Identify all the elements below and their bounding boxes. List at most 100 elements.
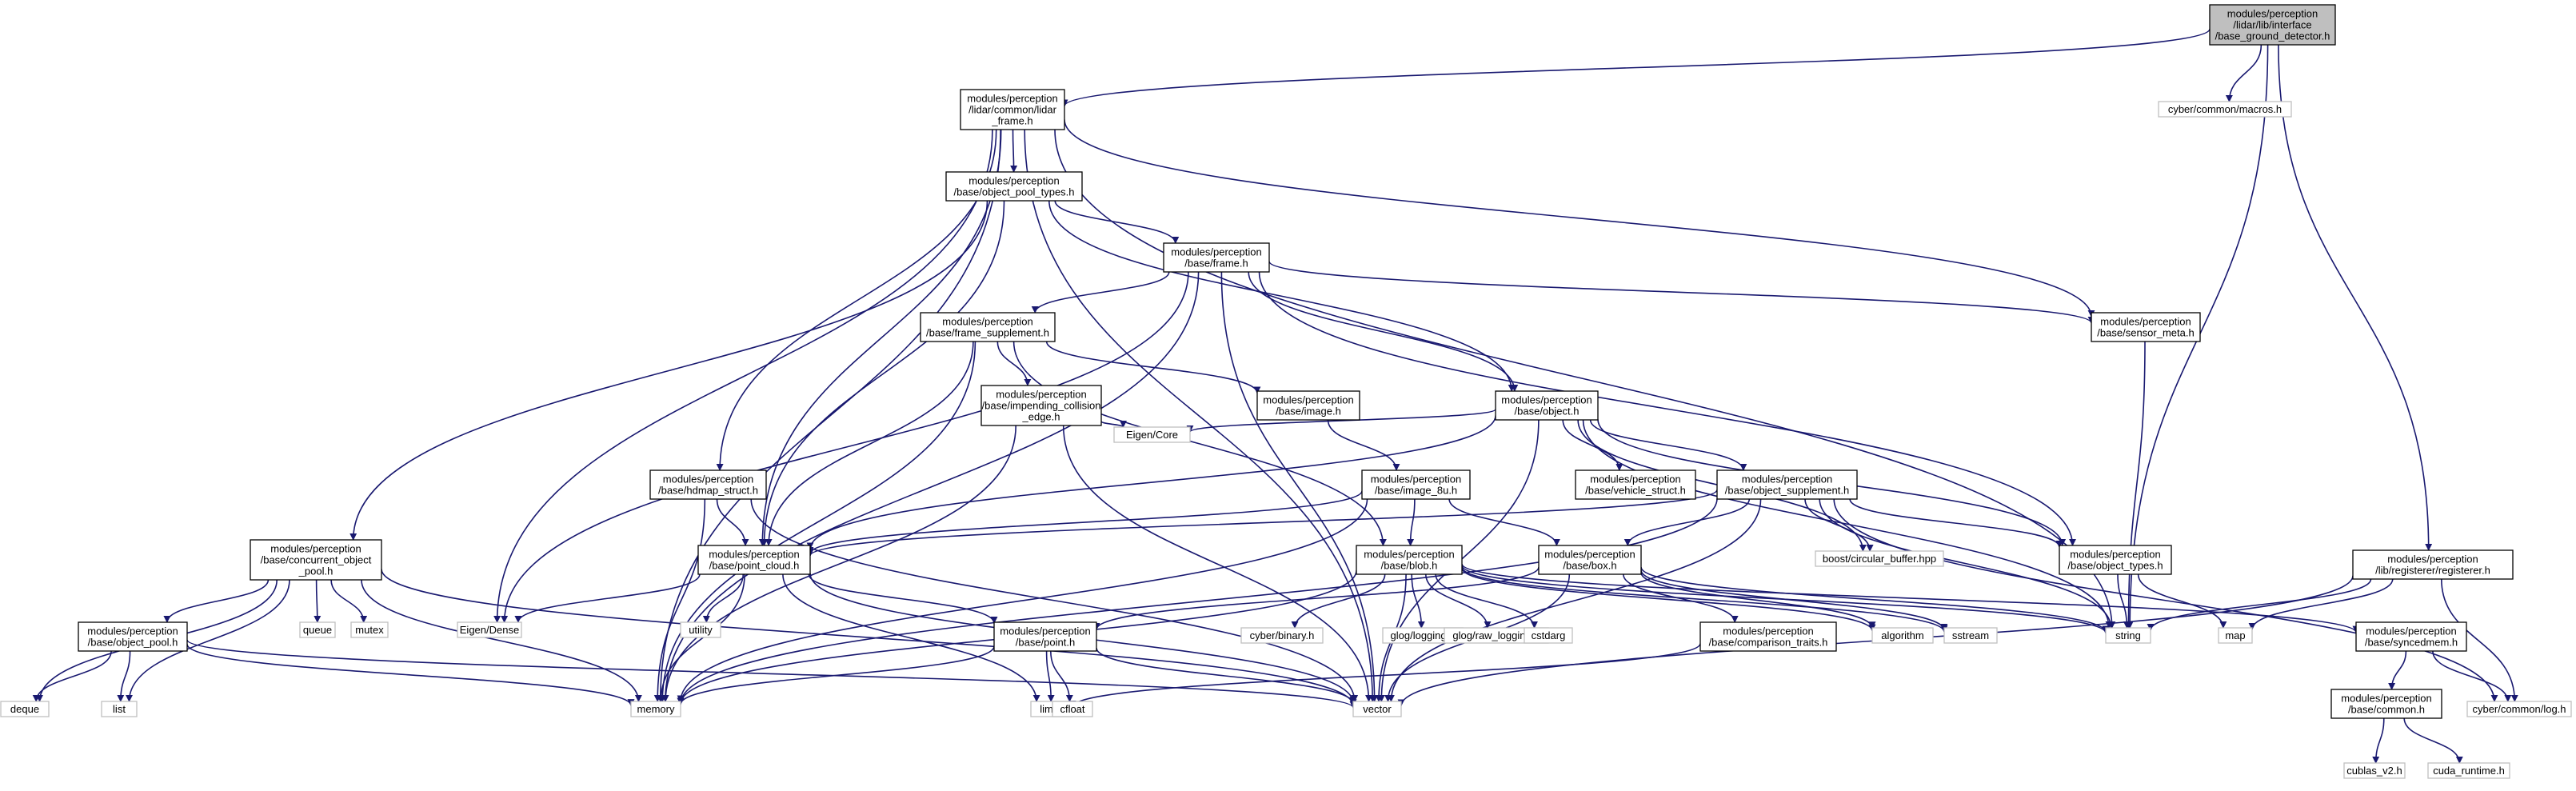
dependency-edge-image_8u-to-point_cloud (806, 490, 1363, 554)
node-object-types[interactable]: modules/perception/base/object_types.h (2059, 545, 2172, 575)
node-map[interactable]: map (2218, 627, 2253, 644)
node-label-line: modules/perception (996, 389, 1086, 401)
node-label-line: utility (689, 624, 713, 636)
node-label-line: cuda_runtime.h (2433, 765, 2505, 777)
node-concurrent-object-pool[interactable]: modules/perception/base/concurrent_objec… (250, 539, 382, 581)
node-label-line: modules/perception (1171, 246, 1261, 258)
dependency-edge-frame-to-frame_supplement (1031, 271, 1170, 314)
node-label-line: /base/point.h (1016, 637, 1075, 649)
node-label-line: boost/circular_buffer.hpp (1823, 553, 1936, 565)
node-box (1163, 242, 1270, 273)
node-string[interactable]: string (2105, 627, 2151, 644)
node-box[interactable]: modules/perception/base/box.h (1538, 545, 1642, 575)
node-syncedmem[interactable]: modules/perception/base/syncedmem.h (2355, 621, 2467, 652)
node-deque[interactable]: deque (0, 701, 50, 717)
node-label-line: cyber/common/log.h (2472, 703, 2566, 715)
node-vector[interactable]: vector (1352, 701, 1402, 717)
dependency-edge-frame-to-eigen_dense (501, 271, 1189, 623)
node-point-cloud[interactable]: modules/perception/base/point_cloud.h (697, 545, 811, 575)
node-cublas[interactable]: cublas_v2.h (2343, 762, 2406, 779)
node-hdmap-struct[interactable]: modules/perception/base/hdmap_struct.h (649, 469, 767, 500)
node-box (1113, 426, 1191, 443)
node-label-line: /base/object_pool_types.h (953, 186, 1074, 198)
dependency-edge-sensor_meta-to-string (2125, 341, 2146, 629)
node-eigen-dense[interactable]: Eigen/Dense (457, 621, 522, 638)
node-box (2059, 545, 2172, 575)
dependency-edge-point_cloud-to-eigen_dense (514, 573, 701, 623)
dependency-edge-object_supplement-to-point_cloud (806, 489, 1718, 557)
node-image[interactable]: modules/perception/base/image.h (1256, 390, 1360, 421)
node-box (101, 701, 138, 717)
node-point[interactable]: modules/perception/base/point.h (993, 621, 1097, 652)
node-object-pool[interactable]: modules/perception/base/object_pool.h (78, 621, 188, 652)
node-frame-supplement[interactable]: modules/perception/base/frame_supplement… (920, 312, 1056, 342)
node-cfloat[interactable]: cfloat (1052, 701, 1093, 717)
dependency-edge-frame-to-memory (661, 271, 1200, 702)
dependency-edge-frame_supplement-to-impending_collision_edge (996, 341, 1032, 386)
dependency-edges (32, 28, 2518, 764)
node-blob[interactable]: modules/perception/base/blob.h (1356, 545, 1463, 575)
dependency-edge-object_pool_types-to-point_cloud (761, 200, 1005, 546)
dependency-edge-object_pool_types-to-concurrent_object_pool (349, 200, 988, 541)
dependency-edge-syncedmem-to-cyber_log (2432, 650, 2512, 702)
node-box (299, 621, 336, 638)
node-sensor-meta[interactable]: modules/perception/base/sensor_meta.h (2091, 312, 2201, 342)
node-sstream[interactable]: sstream (1943, 627, 1998, 644)
node-label-line: modules/perception (270, 543, 361, 555)
node-label-line: modules/perception (1501, 394, 1592, 406)
node-mutex[interactable]: mutex (350, 621, 389, 638)
dependency-edge-frame-to-sensor_meta (1268, 261, 2095, 324)
node-eigen-core[interactable]: Eigen/Core (1113, 426, 1191, 443)
node-cyber-log[interactable]: cyber/common/log.h (2466, 701, 2572, 717)
node-label-line: modules/perception (2100, 316, 2191, 328)
node-frame[interactable]: modules/perception/base/frame.h (1163, 242, 1270, 273)
dependency-edge-concurrent_object_pool-to-queue (314, 579, 322, 623)
node-cstdarg[interactable]: cstdarg (1524, 627, 1573, 644)
node-impending-collision-edge[interactable]: modules/perception/base/impending_collis… (980, 385, 1102, 426)
dependency-edge-lidar_frame-to-eigen_dense (493, 129, 993, 623)
dependency-edge-object-to-eigen_core (1186, 408, 1496, 433)
node-root: modules/perception/lidar/lib/interface/b… (2209, 4, 2336, 46)
node-vehicle-struct[interactable]: modules/perception/base/vehicle_struct.h (1575, 469, 1696, 500)
node-box (1815, 550, 1944, 567)
node-box (2466, 701, 2572, 717)
node-label-line: modules/perception (968, 175, 1059, 187)
node-lidar-frame[interactable]: modules/perception/lidar/common/lidar_fr… (960, 89, 1065, 130)
node-label-line: modules/perception (2070, 549, 2160, 561)
node-image-8u[interactable]: modules/perception/base/image_8u.h (1361, 469, 1471, 500)
dependency-edge-blob-to-cyber_binary (1291, 573, 1386, 629)
node-label-line: /base/impending_collision (982, 400, 1101, 412)
node-cyber-binary[interactable]: cyber/binary.h (1240, 627, 1324, 644)
node-label-line: modules/perception (2387, 553, 2478, 565)
node-comparison-traits[interactable]: modules/perception/base/comparison_trait… (1699, 621, 1837, 652)
node-circular-buffer[interactable]: boost/circular_buffer.hpp (1815, 550, 1944, 567)
node-registerer[interactable]: modules/perception/lib/registerer/regist… (2352, 549, 2514, 580)
node-box (630, 701, 681, 717)
dependency-edge-hdmap_struct-to-vector (750, 498, 1359, 702)
node-label-line: modules/perception (1371, 473, 1461, 485)
node-list[interactable]: list (101, 701, 138, 717)
dependency-edge-lidar_frame-to-sensor_meta (1064, 119, 2095, 318)
node-utility[interactable]: utility (680, 621, 721, 638)
node-label-line: /base/comparison_traits.h (1709, 637, 1828, 649)
dependency-edge-object_supplement-to-vector (1387, 498, 1762, 702)
dependency-edge-blob-to-syncedmem (1461, 563, 2360, 633)
node-common[interactable]: modules/perception/base/common.h (2330, 689, 2442, 719)
node-label-line: modules/perception (709, 549, 799, 561)
node-memory[interactable]: memory (630, 701, 681, 717)
node-object-supplement[interactable]: modules/perception/base/object_supplemen… (1716, 469, 1858, 500)
node-box (1240, 627, 1324, 644)
node-label-line: /base/sensor_meta.h (2097, 327, 2194, 339)
node-macros[interactable]: cyber/common/macros.h (2158, 101, 2292, 118)
node-queue[interactable]: queue (299, 621, 336, 638)
node-glog-logging[interactable]: glog/logging.h (1382, 627, 1464, 644)
node-object[interactable]: modules/perception/base/object.h (1495, 390, 1599, 421)
node-label-line: /base/object.h (1515, 405, 1580, 417)
node-cuda-runtime[interactable]: cuda_runtime.h (2427, 762, 2510, 779)
node-algorithm[interactable]: algorithm (1871, 627, 1934, 644)
node-label-line: /lidar/lib/interface (2233, 19, 2311, 31)
dependency-edge-common-to-cuda_runtime (2403, 717, 2463, 764)
node-label-line: /base/blob.h (1381, 560, 1438, 572)
node-object-pool-types[interactable]: modules/perception/base/object_pool_type… (945, 171, 1083, 202)
node-label-line: modules/perception (967, 93, 1057, 105)
